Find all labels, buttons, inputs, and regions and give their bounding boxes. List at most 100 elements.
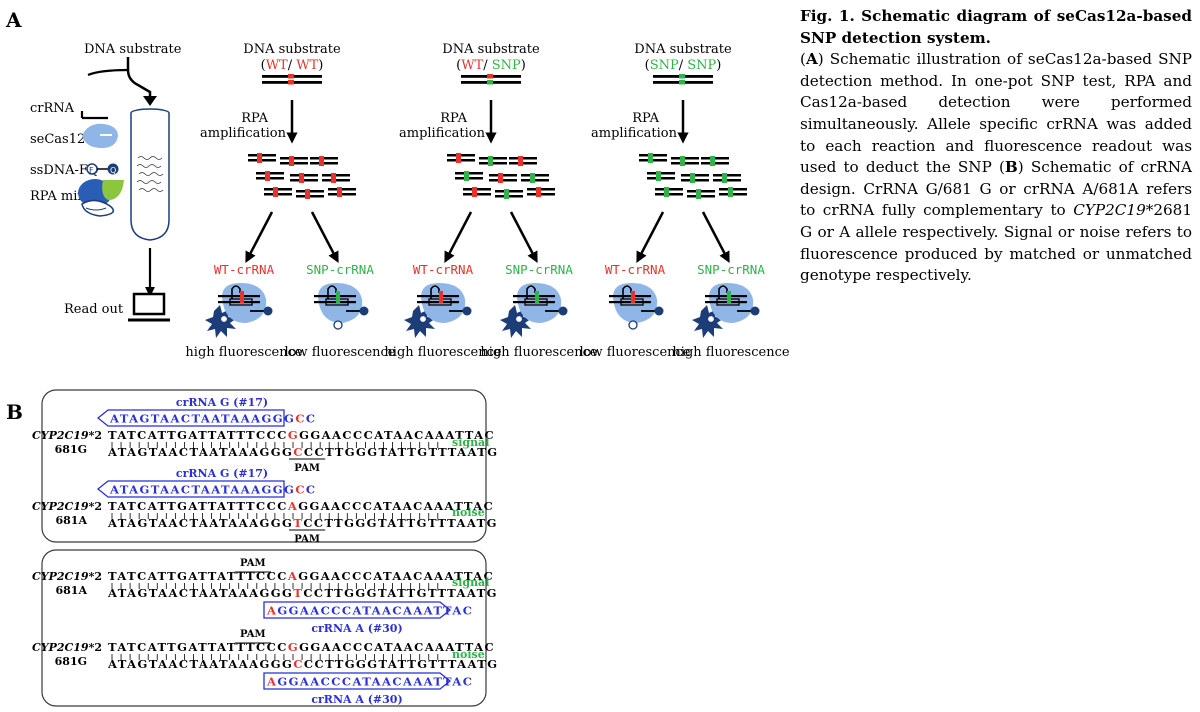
amplicon-allele [696, 189, 701, 199]
amplification-label: amplification [200, 126, 287, 141]
cas12a-complex-active [500, 283, 568, 338]
fluorophore-icon [333, 320, 343, 330]
reagent-cas-label: seCas12a [30, 132, 93, 147]
amplicon-allele [728, 187, 733, 197]
bottom-strand-sequence: ATAGTAACTAATAAAGGGTCCTTGGGTATTGTTTAATG [107, 586, 498, 600]
quencher-icon [462, 306, 472, 316]
quencher-icon [654, 306, 664, 316]
quencher-icon [359, 306, 369, 316]
amplicon-allele [664, 187, 669, 197]
amplicon-allele [648, 153, 653, 163]
genotype-column-wt-snp: DNA substrate(WT/ SNP)RPAamplificationWT… [384, 42, 597, 360]
amplicon-allele [265, 171, 270, 181]
amplicon-allele [656, 171, 661, 181]
pam-label: PAM [240, 629, 266, 640]
signal-tag: signal [452, 436, 489, 449]
left-substrate-label: DNA substrate [84, 42, 182, 57]
amplicon-allele [273, 187, 278, 197]
bottom-strand-sequence: ATAGTAACTAATAAAGGGCCCTTGGGTATTGTTTAATG [107, 657, 499, 671]
amplicon-allele [530, 173, 535, 183]
amplification-label: amplification [399, 126, 486, 141]
signal-tag: noise [452, 506, 485, 519]
pam-label: PAM [240, 558, 266, 569]
panel-a-diagram: DNA substrate crRNA seCas12a ssDNA-FQ F … [30, 42, 790, 360]
figure-caption: Fig. 1. Schematic diagram of seCas12a-ba… [800, 6, 1192, 287]
design-box-g [41, 389, 487, 543]
crrna-arrow-box [96, 409, 285, 427]
amplicon-allele [257, 153, 262, 163]
crrna-sequence: ATAGTAACTAATAAAGGGCC [109, 483, 317, 497]
crrna-icon [80, 111, 108, 120]
svg-text:F: F [89, 166, 94, 175]
amplicon-allele [498, 173, 503, 183]
fluorophore-icon [418, 314, 428, 324]
fluorophore-icon [706, 314, 716, 324]
reagent-crrna-label: crRNA [30, 101, 75, 116]
panel-a-label: A [6, 8, 22, 32]
crrna-label-right: SNP-crRNA [505, 262, 573, 277]
amplicon-allele [456, 153, 461, 163]
bottom-strand-sequence: ATAGTAACTAATAAAGGGTCCTTGGGTATTGTTTAATG [107, 516, 498, 530]
design-box-a [41, 549, 487, 707]
genotype-column-wt-wt: DNA substrate(WT/ WT)RPAamplificationWT-… [185, 42, 395, 360]
rpa-label: RPA [632, 111, 659, 126]
allele-mark [487, 74, 493, 79]
split-arrow-right [310, 211, 339, 263]
quencher-icon [558, 306, 568, 316]
readout-label: Read out [64, 302, 124, 317]
amplicon-allele [536, 187, 541, 197]
quencher-icon [263, 306, 273, 316]
fluorescence-result: low fluorescence [284, 345, 395, 360]
crrna-design-label: crRNA G (#17) [176, 467, 268, 480]
reagent-ssdna-label: ssDNA-FQ [30, 163, 99, 178]
amplicon-allele [299, 173, 304, 183]
allele-label: 681G [55, 443, 87, 456]
panel-b-label: B [6, 400, 23, 424]
amplification-label: amplification [591, 126, 678, 141]
cas12a-complex-inactive [314, 283, 369, 330]
amplicon-allele [488, 156, 493, 166]
caption-body: (A) Schematic illustration of seCas12a-b… [800, 50, 1193, 285]
amplicon-allele [710, 156, 715, 166]
crrna-label-left: WT-crRNA [605, 262, 666, 277]
top-strand-sequence: TATCATTGATTATTTCCCAGGAACCCATAACAAATTAC [108, 499, 494, 513]
laptop-icon [128, 292, 170, 322]
crrna-design-label: crRNA G (#17) [176, 396, 268, 409]
rpa-label: RPA [440, 111, 467, 126]
fluorophore-icon [628, 320, 638, 330]
fluorescence-result: high fluorescence [480, 345, 597, 360]
crrna-sequence: AGGAACCCATAACAAATTAC [266, 604, 473, 618]
fluorescence-result: low fluorescence [579, 345, 690, 360]
crrna-label-right: SNP-crRNA [697, 262, 765, 277]
crrna-label-left: WT-crRNA [413, 262, 474, 277]
amplicon-allele [722, 173, 727, 183]
allele-label: 681A [56, 514, 88, 527]
gene-label: CYP2C19*2 [32, 641, 102, 654]
cas12a-complex-active [692, 283, 760, 338]
split-arrow-left [444, 211, 473, 263]
allele-mark [288, 74, 294, 79]
amplicon-allele [504, 189, 509, 199]
amplicon-allele [289, 156, 294, 166]
crrna-arrow-box [263, 601, 452, 619]
gene-label: CYP2C19*2 [32, 429, 102, 442]
rpa-mix-icon [78, 179, 124, 217]
crrna-arrow-box [96, 480, 285, 498]
gene-label: CYP2C19*2 [32, 500, 102, 513]
amplicon-allele [331, 173, 336, 183]
top-strand-sequence: TATCATTGATTATTTCCCGGGAACCCATAACAAATTAC [108, 428, 495, 442]
allele-label: 681G [55, 655, 87, 668]
svg-text:Q: Q [110, 166, 116, 175]
signal-tag: signal [452, 576, 489, 589]
genotype-label: (WT/ WT) [261, 58, 324, 73]
ssdna-fq-icon: F Q [86, 163, 119, 175]
genotype-label: (SNP/ SNP) [645, 58, 722, 73]
bottom-strand-sequence: ATAGTAACTAATAAAGGGCCCTTGGGTATTGTTTAATG [107, 445, 499, 459]
genotype-column-snp-snp: DNA substrate(SNP/ SNP) RPAamplificationW… [579, 42, 789, 360]
substrate-title: DNA substrate [442, 42, 540, 57]
pam-label: PAM [294, 463, 320, 474]
cas12a-complex-active [404, 283, 472, 338]
substrate-title: DNA substrate [634, 42, 732, 57]
split-arrow-right [701, 211, 730, 263]
reagent-arrow [87, 68, 129, 77]
